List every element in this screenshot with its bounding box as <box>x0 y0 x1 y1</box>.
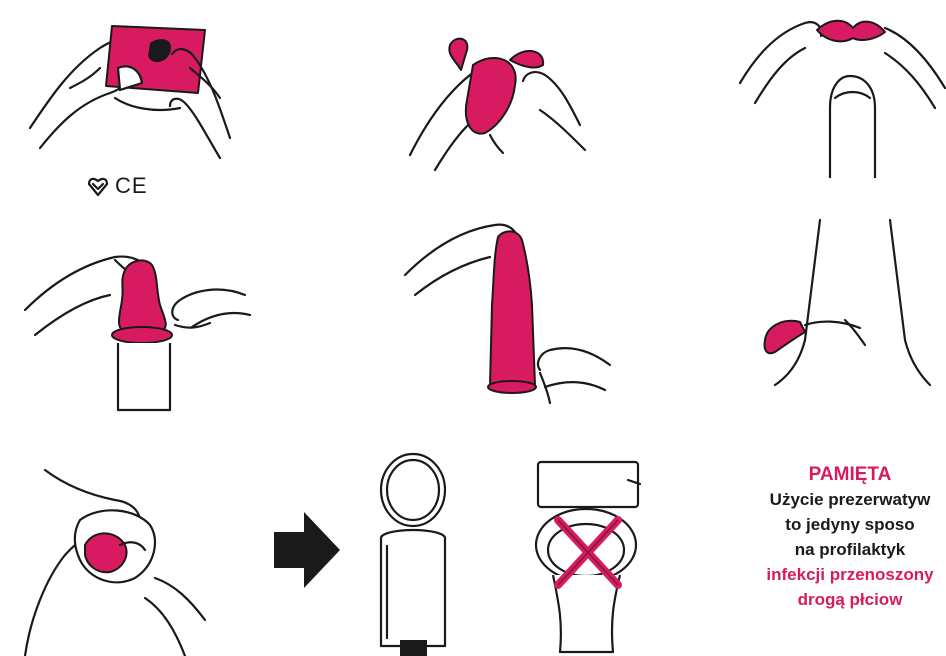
arrow-right-icon <box>272 510 342 590</box>
step-remove-condom <box>395 25 595 175</box>
step-withdraw <box>745 220 946 390</box>
note-line-highlight: infekcji przenoszony <box>700 562 946 587</box>
certification-marks: CE <box>87 173 148 199</box>
note-line: na profilaktyk <box>700 537 946 562</box>
pinch-tip-icon <box>735 8 946 178</box>
step-no-toilet <box>528 460 646 656</box>
step-arrow <box>272 510 342 590</box>
note-title: PAMIĘTA <box>700 462 946 487</box>
kitemark-icon <box>87 175 109 197</box>
step-trash <box>375 450 450 656</box>
step-wrap-tissue <box>5 460 220 656</box>
no-toilet-icon <box>528 460 646 656</box>
step-open-wrapper <box>20 8 240 173</box>
note-line: to jedyny sposo <box>700 512 946 537</box>
roll-on-icon <box>20 235 250 410</box>
step-pinch-tip <box>735 8 946 178</box>
open-wrapper-hands-icon <box>20 8 240 173</box>
withdraw-icon <box>745 220 946 390</box>
wrap-in-tissue-icon <box>5 460 220 656</box>
step-unrolled <box>400 215 610 415</box>
trash-bin-icon <box>375 450 450 656</box>
remove-condom-icon <box>395 25 595 175</box>
note-line: Użycie prezerwatyw <box>700 487 946 512</box>
reminder-note: PAMIĘTA Użycie prezerwatyw to jedyny spo… <box>700 462 946 612</box>
step-roll-on <box>20 235 250 410</box>
note-line-highlight: drogą płciow <box>700 587 946 612</box>
ce-mark: CE <box>115 173 148 199</box>
unrolled-condom-icon <box>400 215 610 415</box>
